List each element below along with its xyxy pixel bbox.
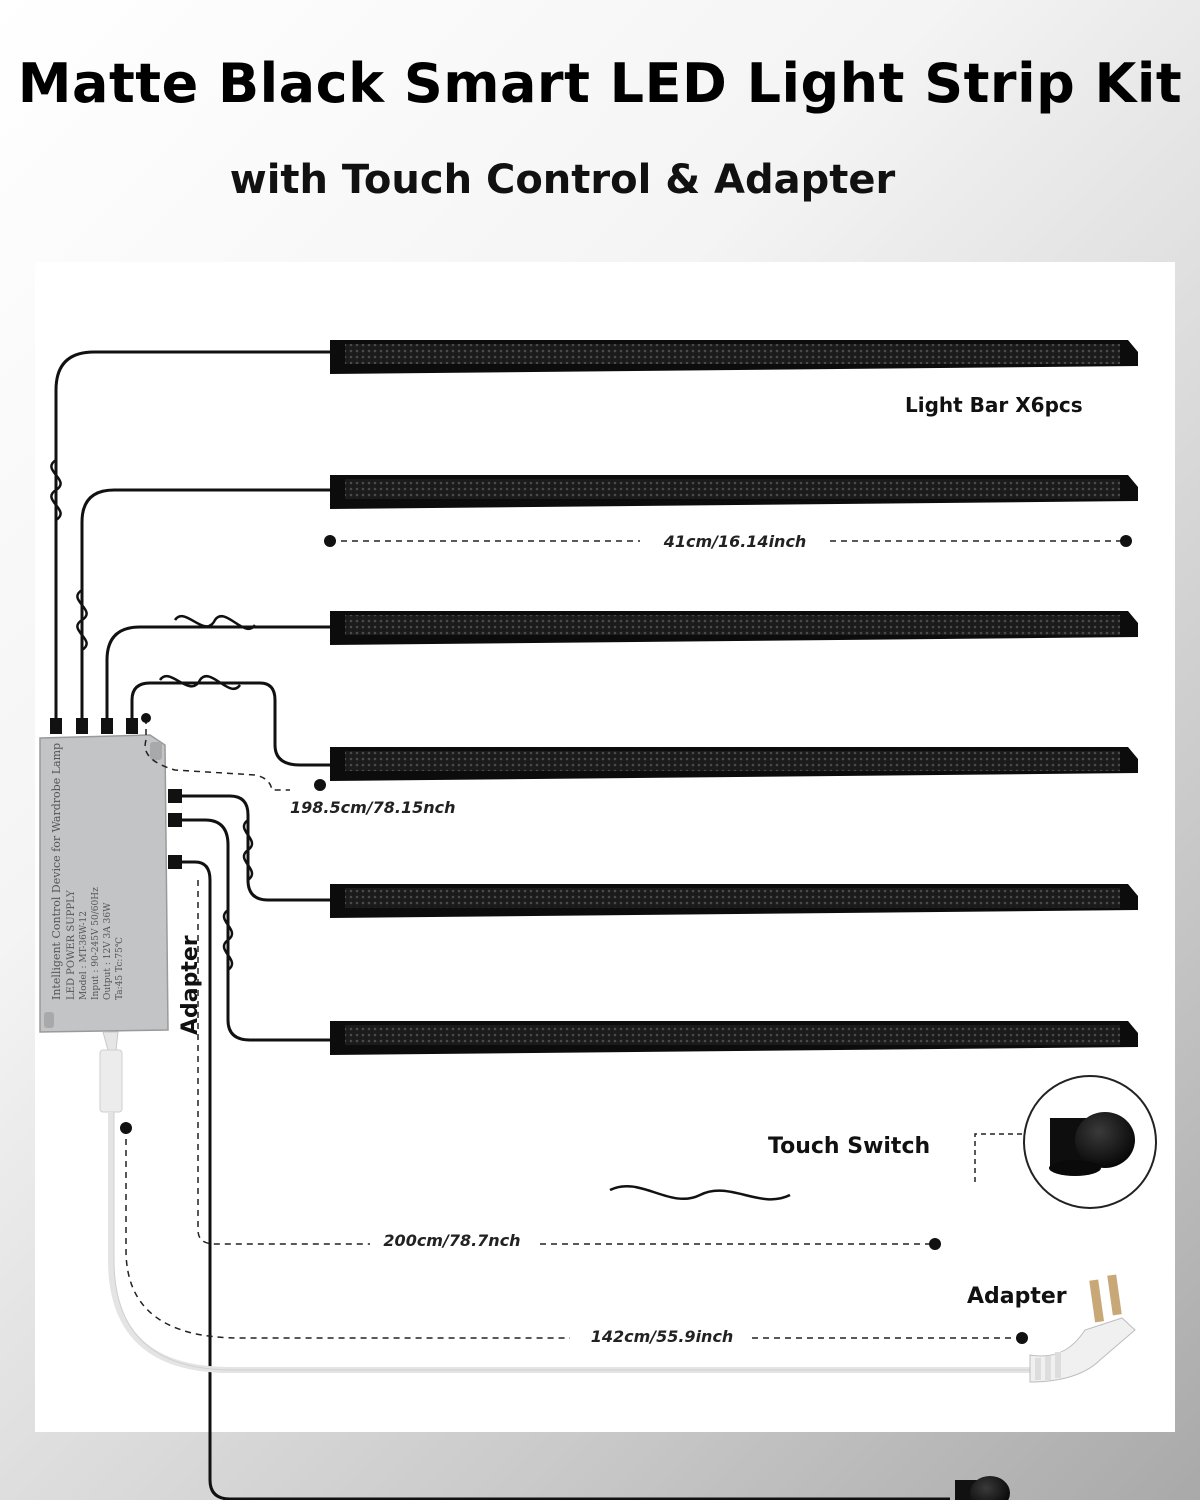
light-bars [330,340,1138,1055]
light-bar-5 [330,884,1138,918]
light-bar-4 [330,747,1138,781]
light-bar-6 [330,1021,1138,1055]
cable-switch [172,860,950,1500]
touch-switch-zoom-icon [1023,1075,1157,1209]
psu-text-2: LED POWER SUPPLY [66,890,77,1000]
adapter-label: Adapter [967,1284,1067,1309]
cable-bar-3 [105,625,330,728]
bar-length-label: 41cm/16.14inch [663,532,807,551]
bar-cables [54,350,950,1500]
page-subtitle: with Touch Control & Adapter [229,157,896,203]
cable-bar-4 [130,681,330,767]
touch-switch-label: Touch Switch [768,1134,930,1159]
adapter-port-label: Adapter [178,935,203,1035]
cable-bar-1 [54,350,330,728]
light-bar-label: Light Bar X6pcs [905,393,1083,417]
page-title: Matte Black Smart LED Light Strip Kit [17,52,1183,115]
dimension-lines [125,540,1126,1339]
psu-text-4: Input : 90-245V 50/60Hz [91,887,101,1000]
cable-bar-2 [80,488,330,728]
power-supply: Intelligent Control Device for Wardrobe … [39,718,182,1033]
cable-coils [50,458,791,1201]
light-bar-1 [330,340,1138,374]
cable-bar-5 [172,794,330,902]
dimension-endpoints [120,535,1132,1344]
light-bar-3 [330,611,1138,645]
adapter-cable [99,1031,1033,1373]
psu-text-3: Model : MT-36W-12 [79,911,89,1000]
bar-cable-length-label: 198.5cm/78.15nch [290,798,455,817]
psu-text-5: Output : 12V 3A 36W [103,902,113,1000]
touch-switch-icon [955,1476,1010,1500]
switch-cable-length-label: 200cm/78.7nch [383,1231,520,1250]
psu-text-1: Intelligent Control Device for Wardrobe … [50,743,63,1000]
adapter-cable-length-label: 142cm/55.9inch [591,1327,734,1346]
psu-text-6: Ta:45 Tc:75℃ [115,937,125,1000]
diagram-panel [35,262,1175,1432]
cable-bar-6 [172,818,330,1042]
light-bar-2 [330,475,1138,509]
adapter-plug-icon [1029,1274,1136,1383]
touch-switch-callout [974,1133,1022,1186]
